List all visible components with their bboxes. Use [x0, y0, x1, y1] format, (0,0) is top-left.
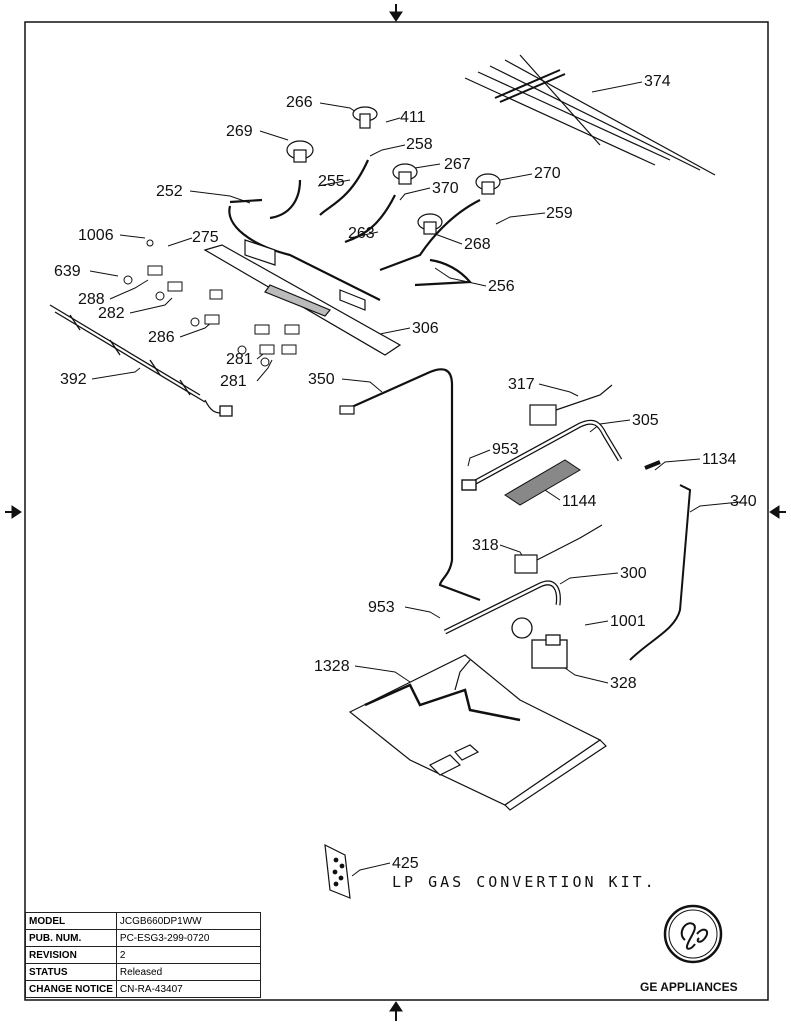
- row-key: PUB. NUM.: [25, 929, 117, 947]
- regulator-328: [511, 617, 568, 669]
- sheet-border: [24, 21, 769, 1001]
- callout-label: 300: [620, 565, 647, 582]
- lp-conversion-kit-425: [324, 843, 351, 899]
- callout-label: 1001: [610, 613, 646, 630]
- manifold-306: [203, 239, 402, 356]
- callout-label: 258: [406, 136, 433, 153]
- gas-tube-300: [443, 580, 561, 635]
- callout-label: 281: [220, 373, 247, 390]
- burner-controls: [286, 106, 501, 235]
- gas-tube-305: [461, 419, 623, 491]
- burner-box-1328: [348, 654, 607, 811]
- row-key: STATUS: [25, 963, 117, 981]
- callout-label: 1144: [562, 493, 597, 510]
- gas-tubes: [228, 159, 481, 301]
- callout-label: 269: [226, 123, 253, 140]
- callout-label: 256: [488, 278, 515, 295]
- callout-label: 306: [412, 320, 439, 337]
- callout-label: 1006: [78, 227, 114, 244]
- callout-label: 281: [226, 351, 253, 368]
- callout-label: 328: [610, 675, 637, 692]
- callout-label: 411: [400, 109, 426, 126]
- orifice-fittings: [123, 239, 300, 367]
- callout-label: 263: [348, 225, 375, 242]
- callout-label: 270: [534, 165, 561, 182]
- callout-label: 259: [546, 205, 573, 222]
- ge-logo-icon: [663, 904, 723, 964]
- valve-bracket-318: [514, 524, 603, 574]
- callout-label: 318: [472, 537, 499, 554]
- callout-label: 266: [286, 94, 313, 111]
- callout-label: 953: [492, 441, 519, 458]
- registration-arrow-left: [5, 505, 22, 519]
- valve-bracket-317: [529, 384, 613, 426]
- callout-label: 340: [730, 493, 757, 510]
- row-value: JCGB660DP1WW: [115, 912, 262, 930]
- callout-label: 275: [192, 229, 219, 246]
- callout-label: 953: [368, 599, 395, 616]
- table-row: PUB. NUM.PC-ESG3-299-0720: [25, 929, 262, 947]
- callout-label: 267: [444, 156, 471, 173]
- callout-label: 370: [432, 180, 459, 197]
- callout-label: 268: [464, 236, 491, 253]
- callout-label: 374: [644, 73, 671, 90]
- heat-shield-1144: [504, 459, 581, 506]
- callout-label: 392: [60, 371, 87, 388]
- row-value: PC-ESG3-299-0720: [115, 929, 262, 947]
- callout-label: 350: [308, 371, 335, 388]
- brand-name: GE APPLIANCES: [640, 980, 738, 994]
- callout-label: 282: [98, 305, 125, 322]
- row-key: MODEL: [25, 912, 117, 930]
- kit-note: LP GAS CONVERTION KIT.: [392, 873, 657, 891]
- registration-arrow-right: [769, 505, 786, 519]
- callout-label: 252: [156, 183, 183, 200]
- row-key: REVISION: [25, 946, 117, 964]
- callout-label: 286: [148, 329, 175, 346]
- row-value: Released: [115, 963, 262, 981]
- callout-label: 425: [392, 855, 419, 872]
- callout-label: 317: [508, 376, 535, 393]
- leader-lines: [89, 81, 741, 877]
- ignition-harness-392: [49, 304, 233, 417]
- gas-tube-350: [339, 368, 481, 602]
- wire-harness-374: [464, 54, 716, 176]
- callout-label: 255: [318, 173, 345, 190]
- registration-arrow-top: [389, 4, 403, 22]
- row-value: 2: [115, 946, 262, 964]
- gas-tube-340: [629, 460, 692, 661]
- callout-label: 639: [54, 263, 81, 280]
- callout-label: 288: [78, 291, 105, 308]
- callout-label: 1134: [702, 451, 737, 468]
- row-value: CN-RA-43407: [115, 980, 262, 998]
- row-key: CHANGE NOTICE: [25, 980, 117, 998]
- registration-arrow-bottom: [389, 1001, 403, 1021]
- callout-label: 305: [632, 412, 659, 429]
- callout-label: 1328: [314, 658, 350, 675]
